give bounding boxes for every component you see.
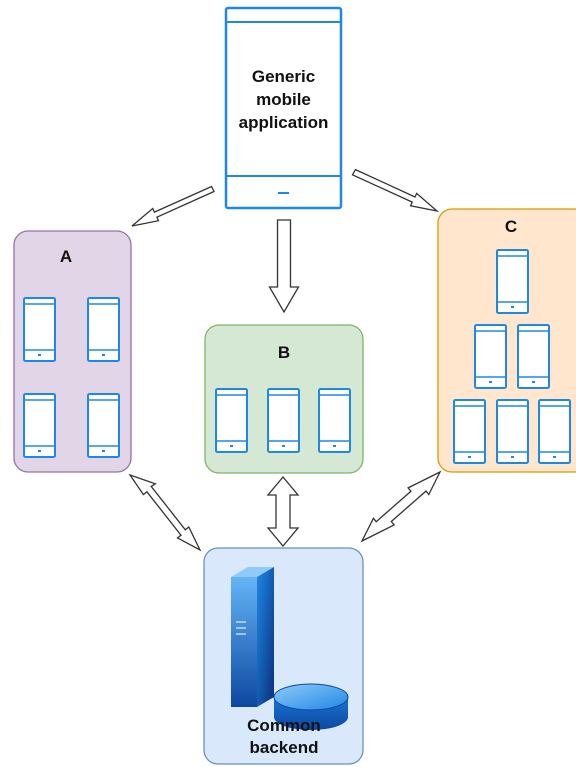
main-device-title-line-1: Generic [252, 67, 315, 86]
main-device-title-line-2: mobile [256, 90, 311, 109]
mobile-phone-icon [215, 388, 248, 453]
mobile-phone-icon [23, 297, 56, 362]
mobile-phone-icon [496, 399, 529, 464]
group-b: B [204, 324, 364, 474]
mobile-phone-icon [538, 399, 571, 464]
group-b-label: B [278, 343, 290, 362]
mobile-phone-icon [474, 324, 507, 389]
group-a-label: A [60, 247, 72, 266]
mobile-phone-icon [517, 324, 550, 389]
server-tower-icon [231, 567, 274, 707]
mobile-phone-icon [453, 399, 486, 464]
group-c: C [437, 208, 576, 473]
arrow-group-c-backend [360, 470, 442, 543]
backend-label-line-2: backend [250, 738, 319, 757]
backend-label-line-1: Common [247, 716, 321, 735]
arrow-to-group-a [131, 185, 215, 227]
mobile-phone-icon [496, 249, 529, 314]
mobile-phone-icon [267, 388, 300, 453]
generic-mobile-device: Generic mobile application [224, 6, 343, 210]
common-backend: Common backend [203, 547, 364, 765]
main-device-title-line-3: application [239, 113, 329, 132]
group-a: A [13, 230, 132, 473]
arrow-to-group-c [351, 168, 440, 213]
mobile-phone-icon [23, 393, 56, 458]
mobile-phone-icon [87, 297, 120, 362]
group-c-label: C [505, 217, 517, 236]
database-disk-icon [273, 683, 349, 730]
arrow-group-a-backend [128, 473, 202, 552]
arrow-to-group-b [268, 219, 300, 314]
mobile-phone-icon [318, 388, 351, 453]
arrow-group-b-backend [266, 475, 300, 548]
mobile-phone-icon [87, 393, 120, 458]
